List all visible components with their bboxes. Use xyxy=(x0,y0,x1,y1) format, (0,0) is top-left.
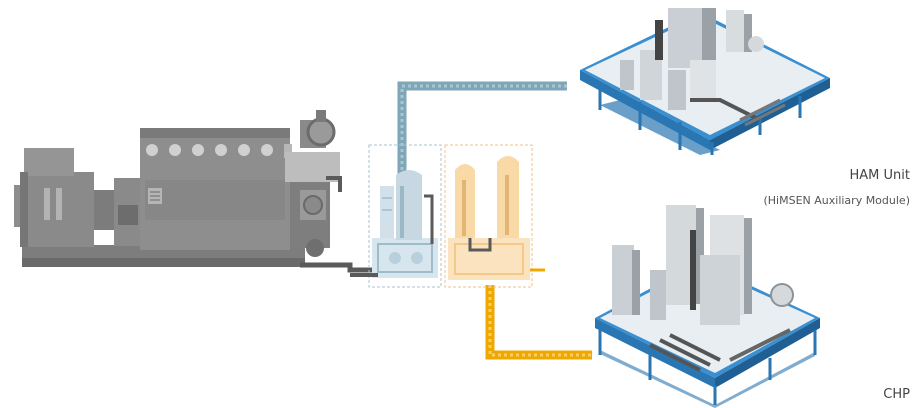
orange-pipe xyxy=(485,285,592,360)
ham-blue-module-icon xyxy=(350,144,442,288)
ham-unit-label: HAM Unit xyxy=(849,168,910,183)
chp-label: CHP xyxy=(883,387,910,402)
ham-unit-module-icon xyxy=(580,8,830,155)
ham-unit-fullname-label: (HiMSEN Auxiliary Module) xyxy=(763,194,910,207)
ham-orange-module-icon xyxy=(444,144,545,288)
chp-module-icon xyxy=(595,205,820,408)
diesel-engine-generator-icon xyxy=(14,110,372,273)
blue-pipe xyxy=(397,81,567,175)
